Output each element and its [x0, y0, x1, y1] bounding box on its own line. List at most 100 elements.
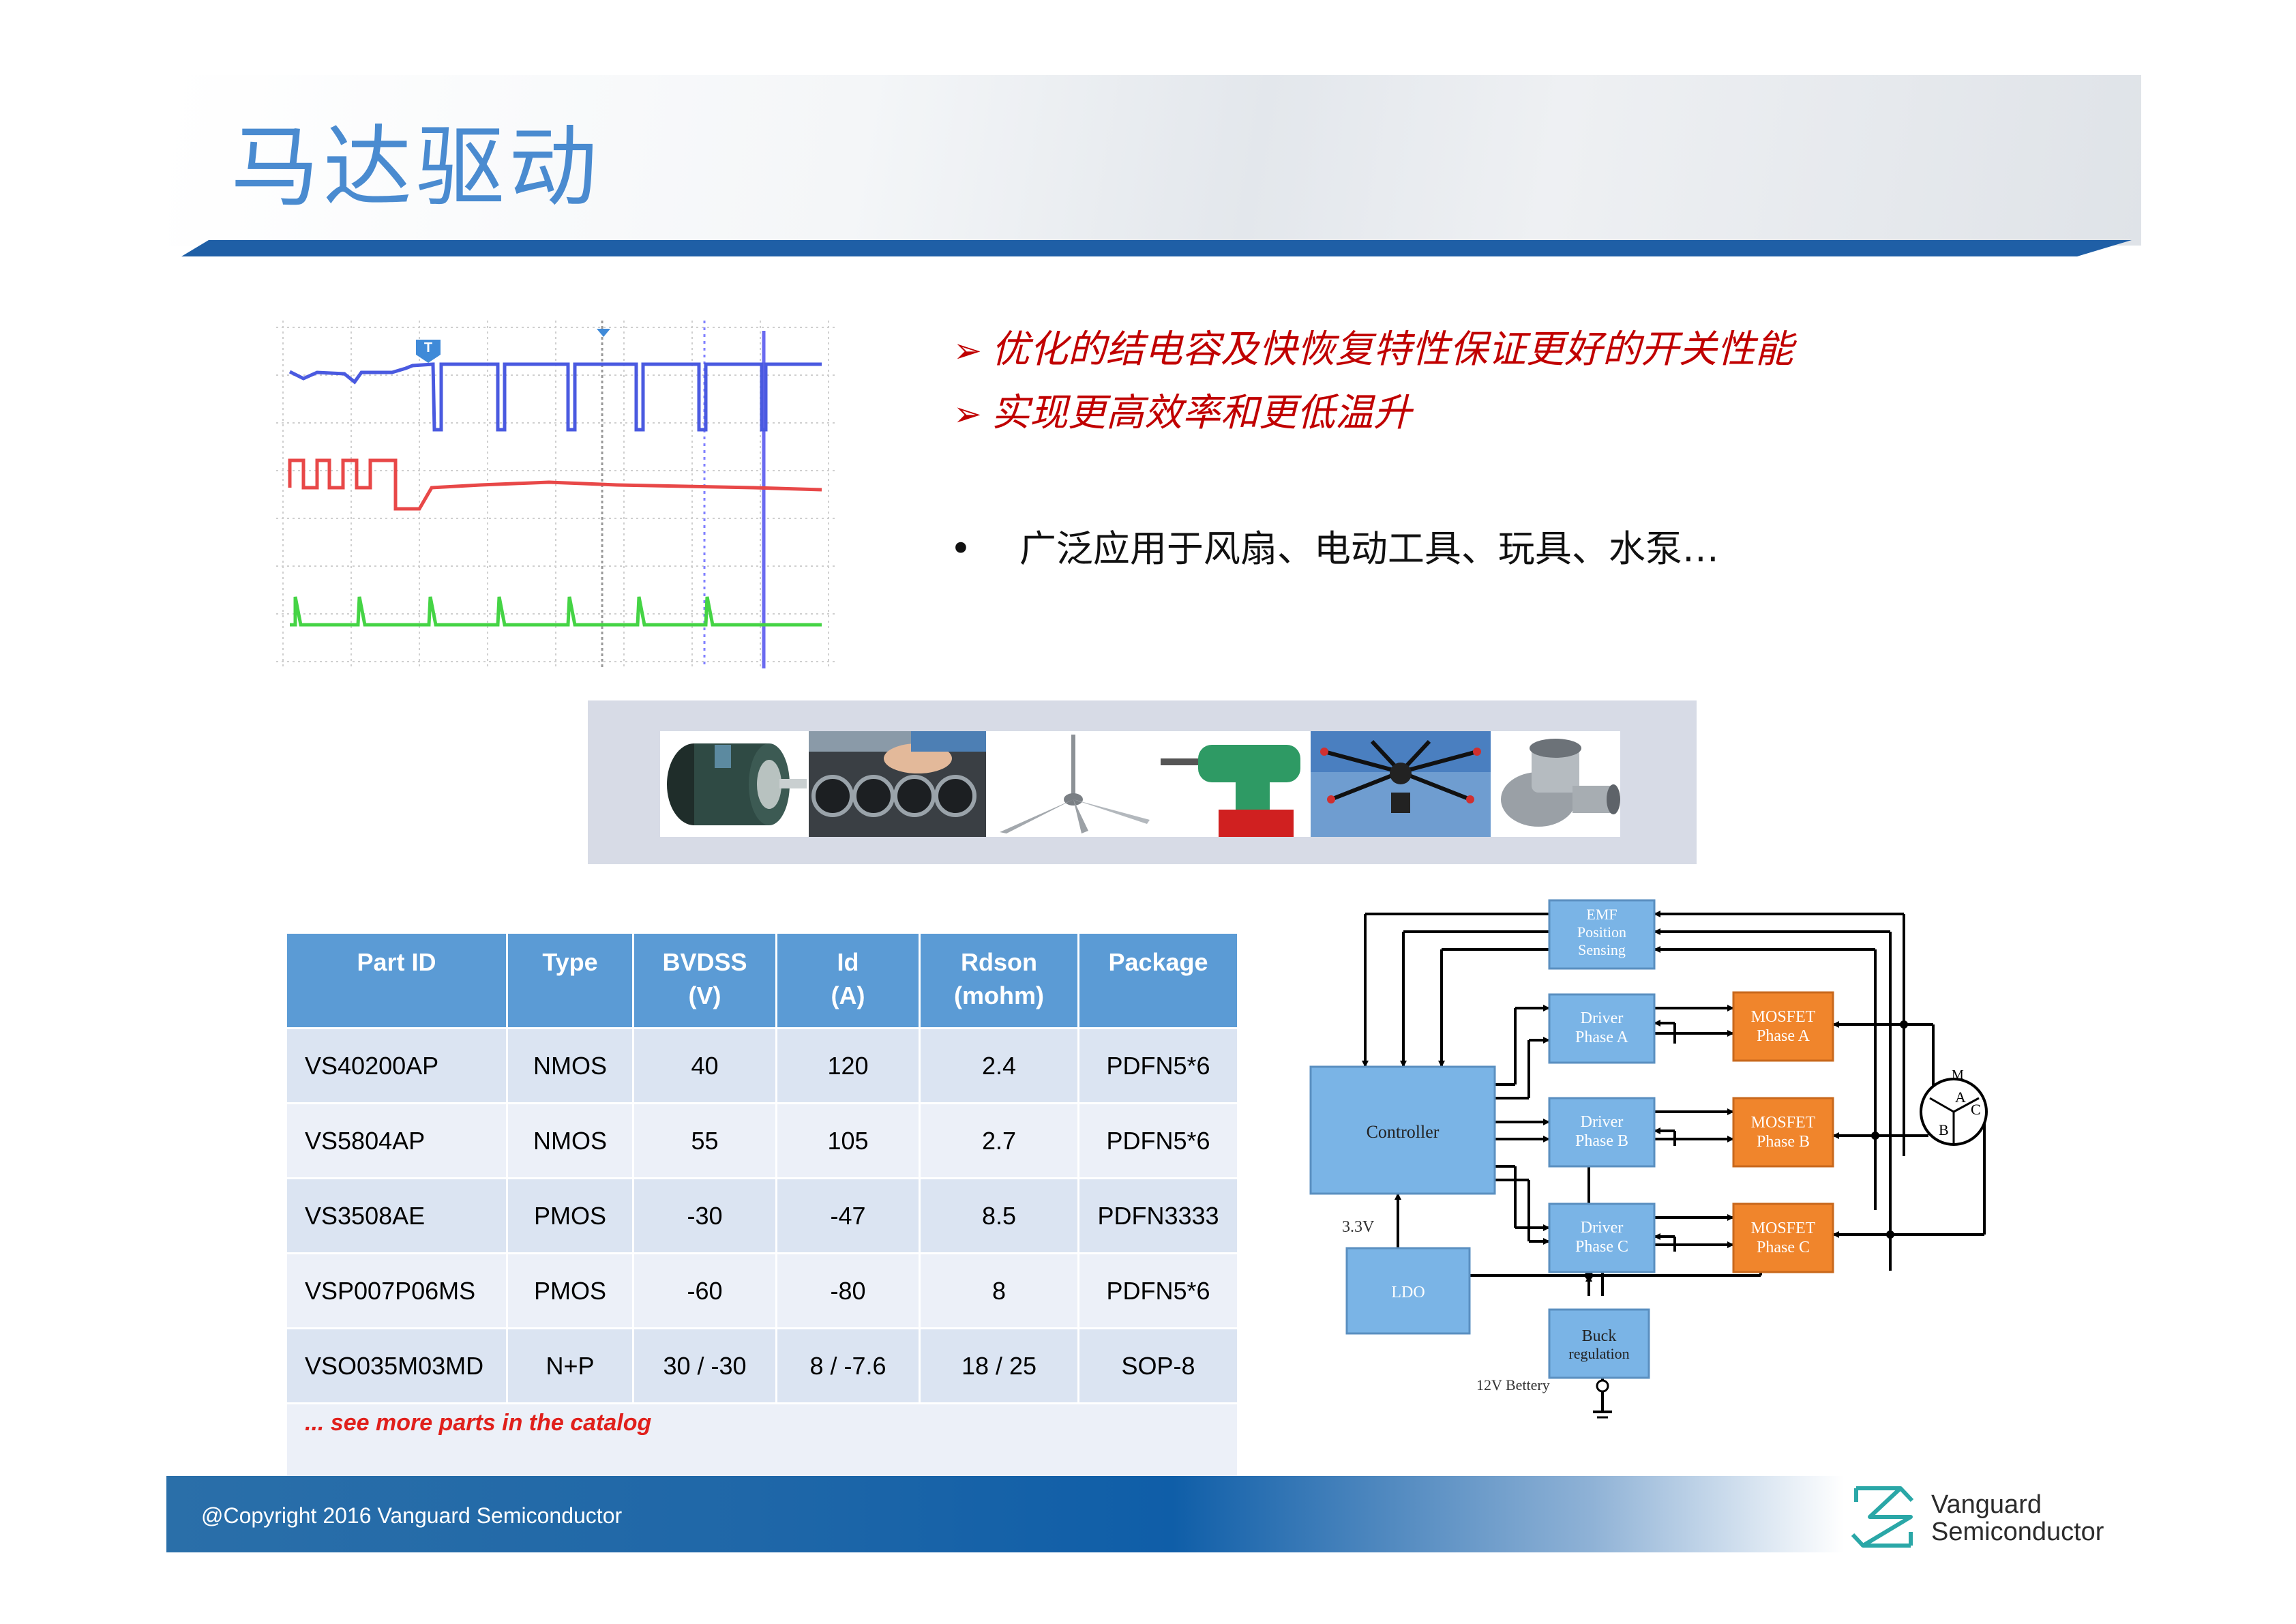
table-row: VS5804AP NMOS 55 105 2.7 PDFN5*6: [285, 1102, 1239, 1179]
table-header-row: Part ID Type BVDSS(V) Id(A) Rdson(mohm) …: [285, 932, 1239, 1029]
drone-image: [1311, 731, 1491, 837]
feature-bullet-efficiency: ➢实现更高效率和更低温升: [953, 394, 1412, 432]
table-cell: VSP007P06MS: [285, 1252, 508, 1329]
vanguard-logo-icon: [1851, 1486, 1914, 1548]
svg-text:M: M: [1952, 1067, 1964, 1082]
logo-line-1: Vanguard: [1931, 1490, 2042, 1519]
table-note-row: ... see more parts in the catalog: [285, 1402, 1239, 1483]
svg-text:LDO: LDO: [1391, 1284, 1425, 1301]
svg-text:regulation: regulation: [1568, 1345, 1629, 1362]
motor-driver-block-diagram: EMF Position Sensing Controller Driver P…: [1309, 899, 1988, 1419]
table-row: VSP007P06MS PMOS -60 -80 8 PDFN5*6: [285, 1252, 1239, 1329]
arrow-bullet-icon: ➢: [953, 394, 982, 434]
copyright-text: @Copyright 2016 Vanguard Semiconductor: [201, 1503, 623, 1528]
svg-text:Phase B: Phase B: [1575, 1132, 1628, 1150]
cursor-marker-icon: [597, 329, 610, 337]
driver-phase-b-block: Driver Phase B: [1548, 1097, 1656, 1168]
svg-text:Phase A: Phase A: [1757, 1027, 1810, 1045]
table-cell: PDFN5*6: [1077, 1102, 1239, 1179]
svg-text:T: T: [424, 340, 432, 355]
table-cell: 55: [632, 1102, 777, 1179]
svg-text:Phase C: Phase C: [1575, 1238, 1628, 1256]
header-background: [169, 75, 2141, 246]
svg-text:Driver: Driver: [1581, 1219, 1624, 1237]
table-cell: NMOS: [506, 1027, 634, 1104]
oscilloscope-waveform-image: T: [276, 321, 835, 668]
footer-bar: [166, 1476, 1844, 1552]
emf-sensing-block: EMF Position Sensing: [1548, 899, 1656, 970]
water-pump-image: [1491, 731, 1620, 837]
column-header-id: Id(A): [775, 932, 921, 1029]
table-cell: PMOS: [506, 1252, 634, 1329]
table-cell: 40: [632, 1027, 777, 1104]
svg-text:Buck: Buck: [1582, 1327, 1617, 1345]
column-header-bvdss: BVDSS(V): [632, 932, 777, 1029]
svg-text:Phase C: Phase C: [1757, 1239, 1810, 1256]
feature-text-efficiency: 实现更高效率和更低温升: [991, 391, 1412, 435]
power-drill-image: [1161, 731, 1311, 837]
ldo-block: LDO: [1345, 1247, 1471, 1335]
parts-table: Part ID Type BVDSS(V) Id(A) Rdson(mohm) …: [285, 932, 1239, 1483]
catalog-note: ... see more parts in the catalog: [285, 1402, 1239, 1483]
driver-phase-a-block: Driver Phase A: [1548, 993, 1656, 1064]
applications-bullet: •广泛应用于风扇、电动工具、玩具、水泵…: [950, 531, 1719, 567]
trigger-marker-icon: T: [416, 340, 441, 363]
table-cell: 2.4: [919, 1027, 1079, 1104]
svg-text:Position: Position: [1577, 924, 1626, 941]
svg-text:Phase A: Phase A: [1575, 1029, 1629, 1046]
motor-image: [660, 731, 809, 837]
server-fans-image: [809, 731, 986, 837]
table-cell: 18 / 25: [919, 1327, 1079, 1404]
table-cell: 105: [775, 1102, 921, 1179]
svg-text:Driver: Driver: [1581, 1009, 1624, 1027]
table-cell: 2.7: [919, 1102, 1079, 1179]
table-cell: PDFN5*6: [1077, 1027, 1239, 1104]
svg-text:Sensing: Sensing: [1578, 941, 1626, 958]
applications-text: 广泛应用于风扇、电动工具、玩具、水泵…: [1019, 527, 1719, 570]
battery-label: 12V Bettery: [1476, 1376, 1550, 1393]
svg-text:MOSFET: MOSFET: [1751, 1008, 1816, 1026]
table-cell: 8.5: [919, 1177, 1079, 1254]
feature-bullet-switching: ➢优化的结电容及快恢复特性保证更好的开关性能: [953, 331, 1793, 369]
svg-text:Phase B: Phase B: [1757, 1133, 1810, 1151]
table-cell: 120: [775, 1027, 921, 1104]
svg-text:MOSFET: MOSFET: [1751, 1220, 1816, 1237]
mosfet-phase-a-block: MOSFET Phase A: [1732, 991, 1834, 1062]
table-cell: VS5804AP: [285, 1102, 508, 1179]
svg-text:A: A: [1955, 1089, 1966, 1106]
table-cell: -60: [632, 1252, 777, 1329]
svg-text:EMF: EMF: [1586, 906, 1617, 923]
table-cell: N+P: [506, 1327, 634, 1404]
header-divider-bar: [181, 240, 2132, 256]
ceiling-fan-image: [986, 731, 1161, 837]
table-cell: PMOS: [506, 1177, 634, 1254]
column-header-package: Package: [1077, 932, 1239, 1029]
mosfet-phase-c-block: MOSFET Phase C: [1732, 1202, 1834, 1273]
driver-phase-c-block: Driver Phase C: [1548, 1202, 1656, 1273]
table-cell: -47: [775, 1177, 921, 1254]
table-cell: 8: [919, 1252, 1079, 1329]
column-header-type: Type: [506, 932, 634, 1029]
svg-text:MOSFET: MOSFET: [1751, 1114, 1816, 1132]
table-row: VSO035M03MD N+P 30 / -30 8 / -7.6 18 / 2…: [285, 1327, 1239, 1404]
controller-block: Controller: [1309, 1065, 1496, 1195]
table-cell: NMOS: [506, 1102, 634, 1179]
column-header-part-id: Part ID: [285, 932, 508, 1029]
mosfet-phase-b-block: MOSFET Phase B: [1732, 1097, 1834, 1168]
table-row: VS40200AP NMOS 40 120 2.4 PDFN5*6: [285, 1027, 1239, 1104]
arrow-bullet-icon: ➢: [953, 331, 982, 370]
voltage-label-3v3: 3.3V: [1342, 1218, 1375, 1236]
table-cell: VS40200AP: [285, 1027, 508, 1104]
svg-text:C: C: [1971, 1101, 1981, 1118]
svg-text:Controller: Controller: [1367, 1122, 1440, 1142]
feature-text-switching: 优化的结电容及快恢复特性保证更好的开关性能: [991, 327, 1793, 372]
logo-line-2: Semiconductor: [1931, 1517, 2104, 1546]
table-cell: -30: [632, 1177, 777, 1254]
table-cell: -80: [775, 1252, 921, 1329]
buck-regulation-block: Buck regulation: [1548, 1308, 1650, 1379]
table-cell: VS3508AE: [285, 1177, 508, 1254]
column-header-rdson: Rdson(mohm): [919, 932, 1079, 1029]
table-row: VS3508AE PMOS -30 -47 8.5 PDFN3333: [285, 1177, 1239, 1254]
svg-text:B: B: [1939, 1121, 1949, 1138]
motor-symbol: M A B C: [1920, 1067, 1988, 1146]
